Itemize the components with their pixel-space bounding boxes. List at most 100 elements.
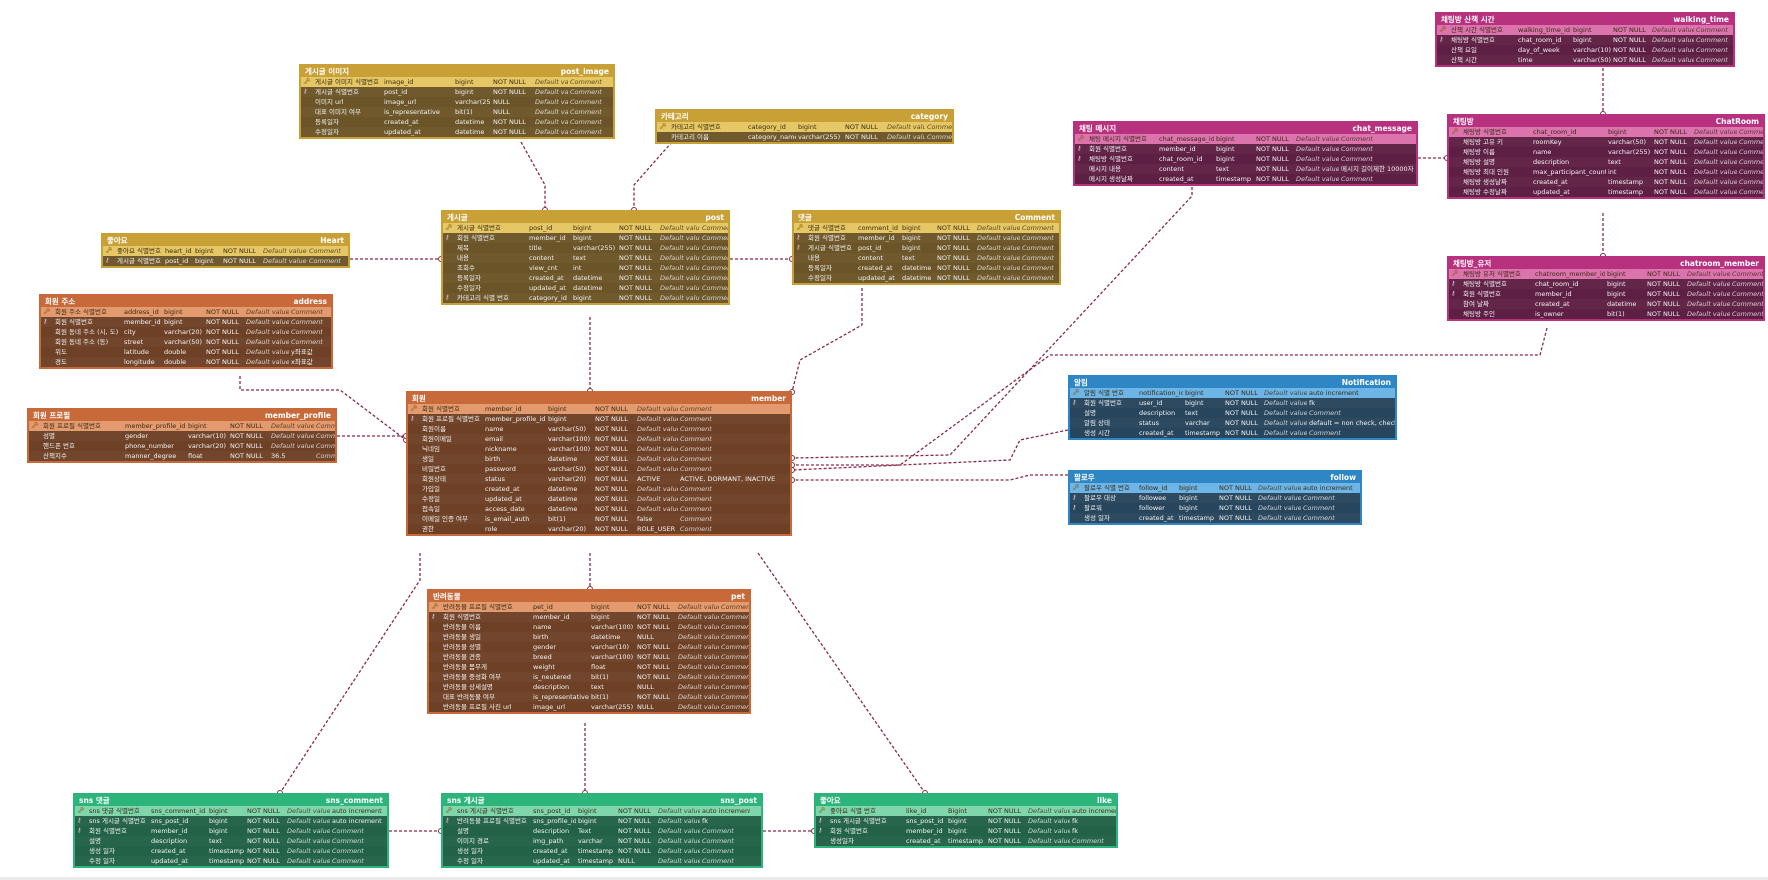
table-row[interactable]: 이미지 urlimage_urlvarchar(255)NULLDefault … [301, 97, 613, 107]
horizontal-scrollbar[interactable] [0, 877, 1768, 880]
